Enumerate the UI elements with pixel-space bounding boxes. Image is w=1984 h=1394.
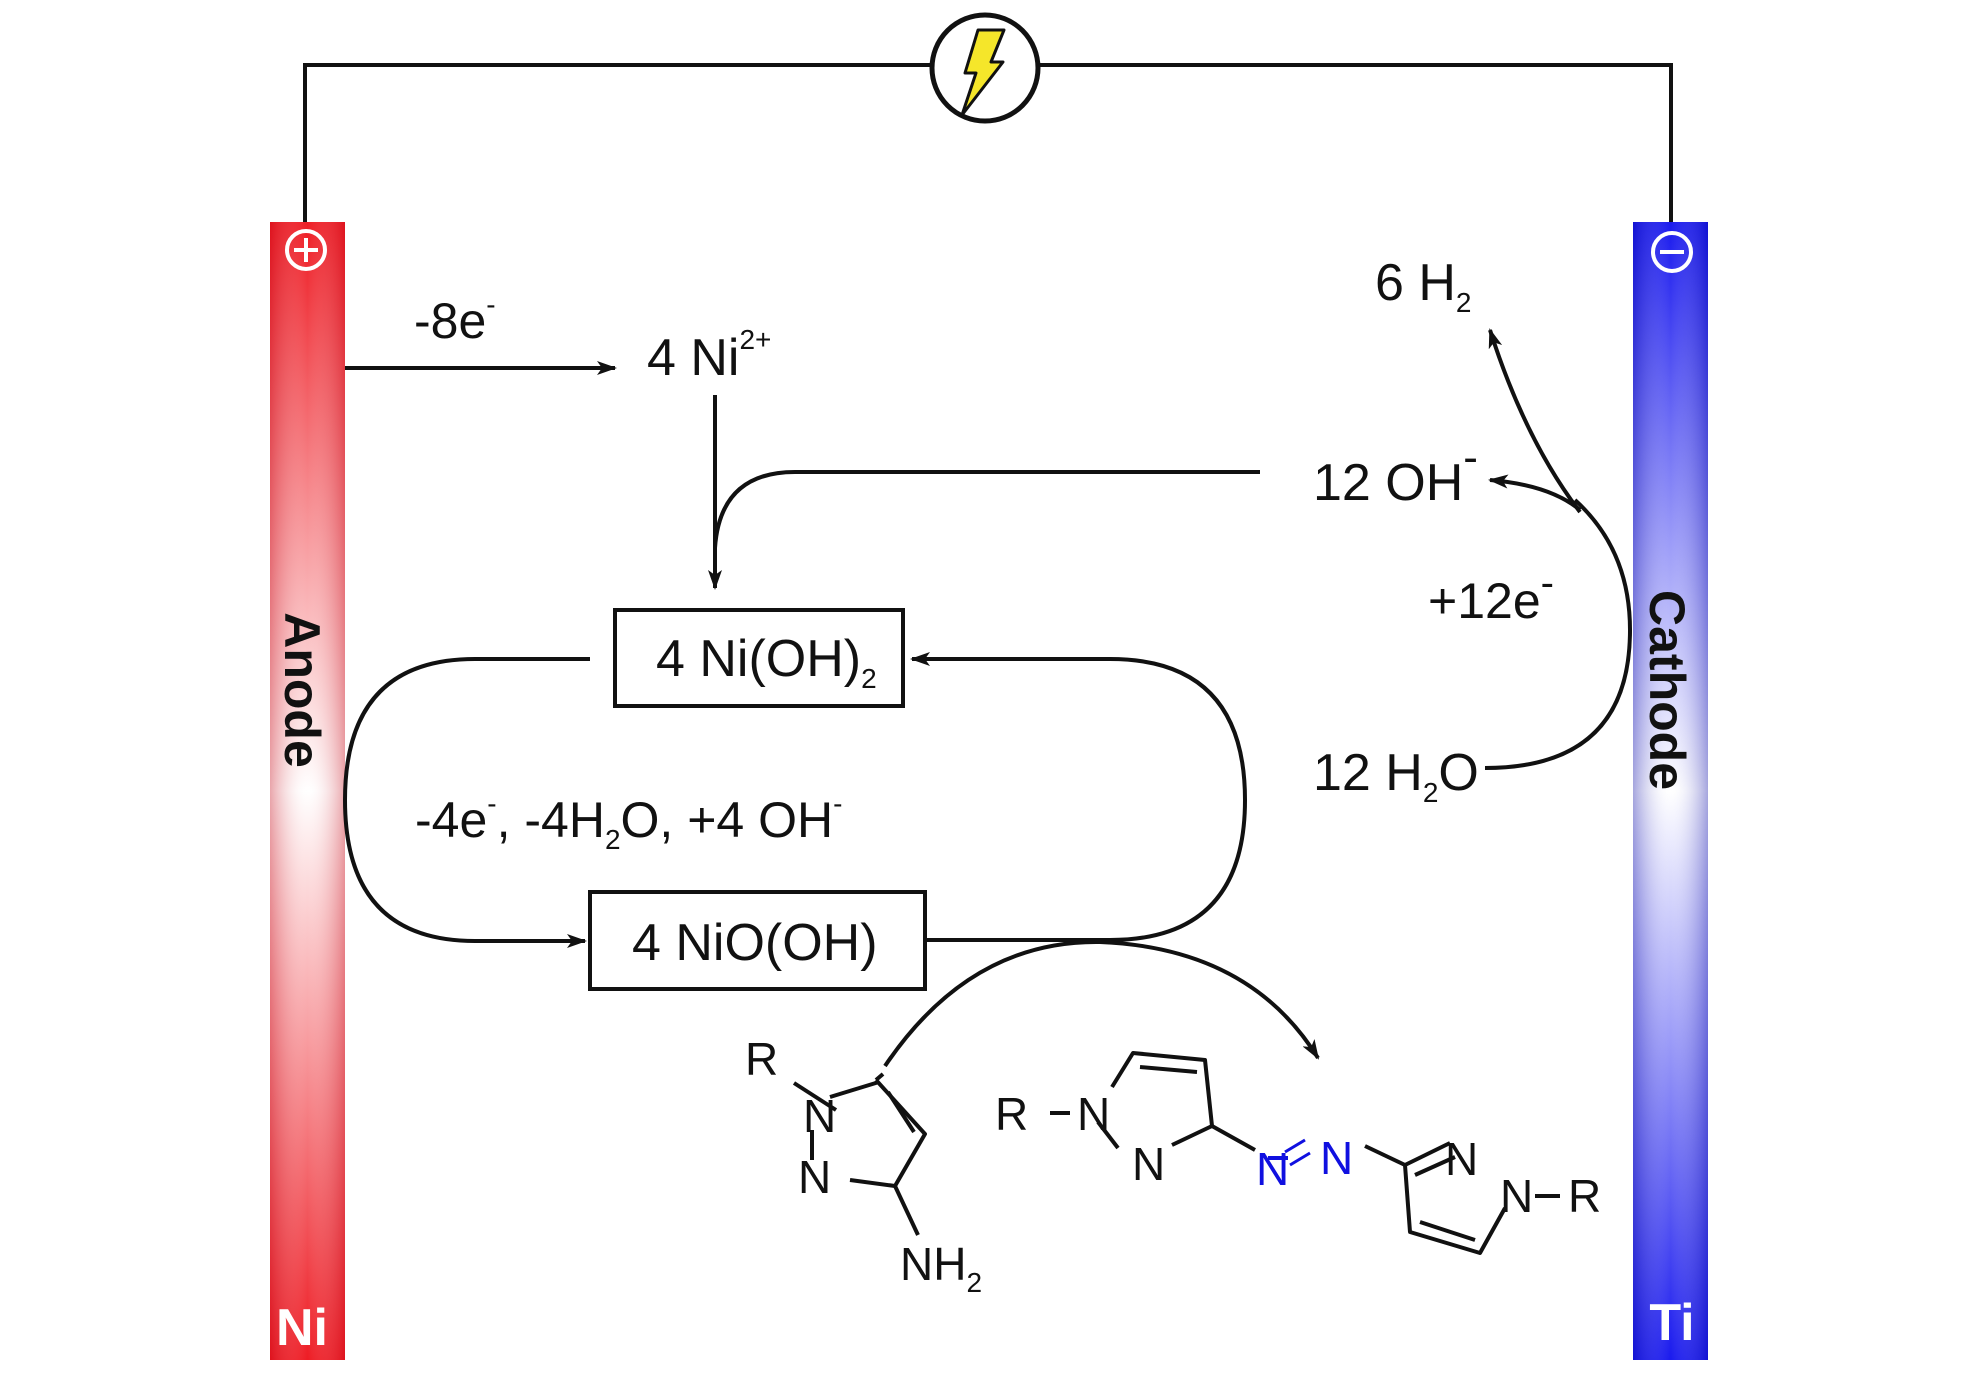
azopyrazole-product: R N N N N N N R: [995, 1051, 1601, 1255]
water-reduction-arc: [1484, 498, 1633, 770]
lightning-bolt-icon: [960, 28, 1006, 117]
azo-n1-label: N: [1256, 1143, 1289, 1195]
cathode-label: Cathode: [1639, 590, 1695, 790]
product-r-left-label: R: [995, 1088, 1028, 1140]
product-n1-label: N: [1077, 1088, 1110, 1140]
anode-metal-label: Ni: [276, 1299, 328, 1357]
product-r-right-label: R: [1568, 1170, 1601, 1222]
cycle-conditions: -4e-, -4H2O, +4 OH-: [415, 788, 842, 855]
product-n3-label: N: [1445, 1133, 1478, 1185]
hydrogen-release-arrow: [1488, 328, 1582, 514]
cathode-electrode: Cathode Ti: [1633, 222, 1708, 1360]
anode-label: Anode: [274, 612, 330, 768]
power-source: [929, 12, 1041, 124]
reactant-n1-label: N: [803, 1090, 836, 1142]
water-species: 12 H2O: [1313, 744, 1479, 808]
cathode-metal-label: Ti: [1649, 1294, 1694, 1352]
minus-sign-icon: [1651, 231, 1693, 273]
reactant-nh2-label: NH2: [900, 1238, 982, 1298]
anode-electron-loss: -8e-: [414, 289, 496, 349]
hydroxide-species: 12 OH-: [1313, 433, 1478, 512]
nioh2-box: [613, 608, 905, 708]
h2-species: 6 H2: [1375, 254, 1472, 318]
reactant-n2-label: N: [798, 1151, 831, 1203]
anode-electrode: Anode Ni: [270, 222, 345, 1360]
azo-n2-label: N: [1320, 1132, 1353, 1184]
coupling-arrow: [883, 939, 1320, 1068]
product-n2-label: N: [1132, 1138, 1165, 1190]
nioh2-species: 4 Ni(OH)2: [656, 630, 877, 694]
product-n4-label: N: [1500, 1170, 1533, 1222]
hydroxide-supply-arrow: [713, 470, 1260, 549]
niooh-box: [588, 890, 927, 991]
niooh-species: 4 NiO(OH): [632, 914, 878, 972]
plus-sign-icon: [285, 229, 327, 271]
aminopyrazole-reactant: R N N NH2: [745, 1033, 982, 1298]
ni2-species: 4 Ni2+: [647, 324, 771, 387]
reactant-r-label: R: [745, 1033, 778, 1085]
regeneration-cycle-arrow: [910, 652, 1248, 942]
cathode-electron-gain: +12e-: [1428, 561, 1554, 629]
circuit-wire: [303, 63, 1673, 222]
oxidation-cycle-arrow: [342, 657, 590, 948]
